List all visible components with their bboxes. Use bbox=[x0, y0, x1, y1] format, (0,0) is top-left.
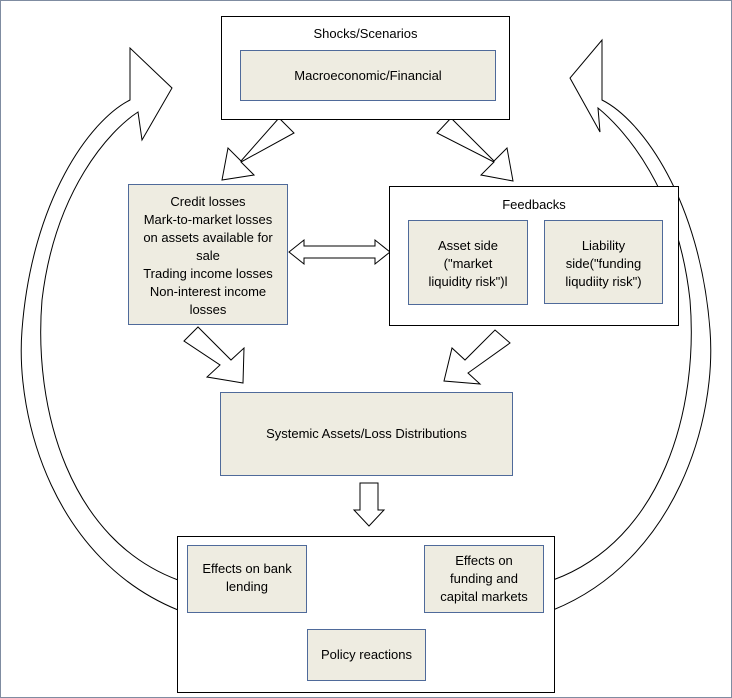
losses-line: losses bbox=[189, 302, 227, 317]
arrow-shocks-to-losses bbox=[221, 117, 295, 181]
policy-reactions-box: Policy reactions bbox=[307, 629, 426, 681]
losses-line: on assets available for bbox=[143, 230, 273, 245]
bank-lending-line: Effects on bank bbox=[202, 561, 292, 576]
shocks-title: Shocks/Scenarios bbox=[313, 26, 418, 41]
arrow-systemic-to-effects bbox=[352, 482, 386, 527]
policy-reactions-label: Policy reactions bbox=[320, 647, 413, 662]
arrow-losses-feedbacks bbox=[288, 238, 391, 266]
losses-line: Credit losses bbox=[170, 194, 246, 209]
bank-lending-line: lending bbox=[226, 579, 268, 594]
right-curved-arrow bbox=[552, 38, 712, 611]
arrow-feedbacks-to-systemic bbox=[443, 329, 511, 385]
losses-line: Non-interest income bbox=[149, 284, 267, 299]
macro-financial-label: Macroeconomic/Financial bbox=[294, 67, 442, 83]
liability-side-line: Liability bbox=[581, 238, 626, 253]
losses-box: Credit losses Mark-to-market losses on a… bbox=[128, 184, 288, 325]
systemic-label: Systemic Assets/Loss Distributions bbox=[266, 426, 467, 441]
left-curved-arrow bbox=[20, 46, 179, 611]
liability-side-line: liqudiity risk") bbox=[565, 274, 642, 289]
asset-side-box: Asset side ("market liquidity risk")l bbox=[408, 220, 528, 305]
macro-financial-box: Macroeconomic/Financial bbox=[240, 50, 496, 101]
liability-side-line: side("funding bbox=[565, 256, 642, 271]
systemic-box: Systemic Assets/Loss Distributions bbox=[220, 392, 513, 476]
asset-side-line: ("market bbox=[443, 256, 493, 271]
asset-side-line: liquidity risk")l bbox=[428, 274, 508, 289]
arrow-shocks-to-feedbacks bbox=[436, 117, 514, 182]
capital-markets-line: Effects on bbox=[455, 553, 513, 568]
capital-markets-line: capital markets bbox=[440, 589, 528, 604]
feedbacks-title: Feedbacks bbox=[502, 197, 566, 212]
bank-lending-box: Effects on bank lending bbox=[187, 545, 307, 613]
arrow-losses-to-systemic bbox=[183, 326, 245, 384]
capital-markets-box: Effects on funding and capital markets bbox=[424, 545, 544, 613]
losses-line: Mark-to-market losses bbox=[143, 212, 273, 227]
asset-side-line: Asset side bbox=[438, 238, 498, 253]
losses-line: sale bbox=[196, 248, 220, 263]
liability-side-box: Liability side("funding liqudiity risk") bbox=[544, 220, 663, 304]
capital-markets-line: funding and bbox=[450, 571, 518, 586]
losses-line: Trading income losses bbox=[143, 266, 273, 281]
